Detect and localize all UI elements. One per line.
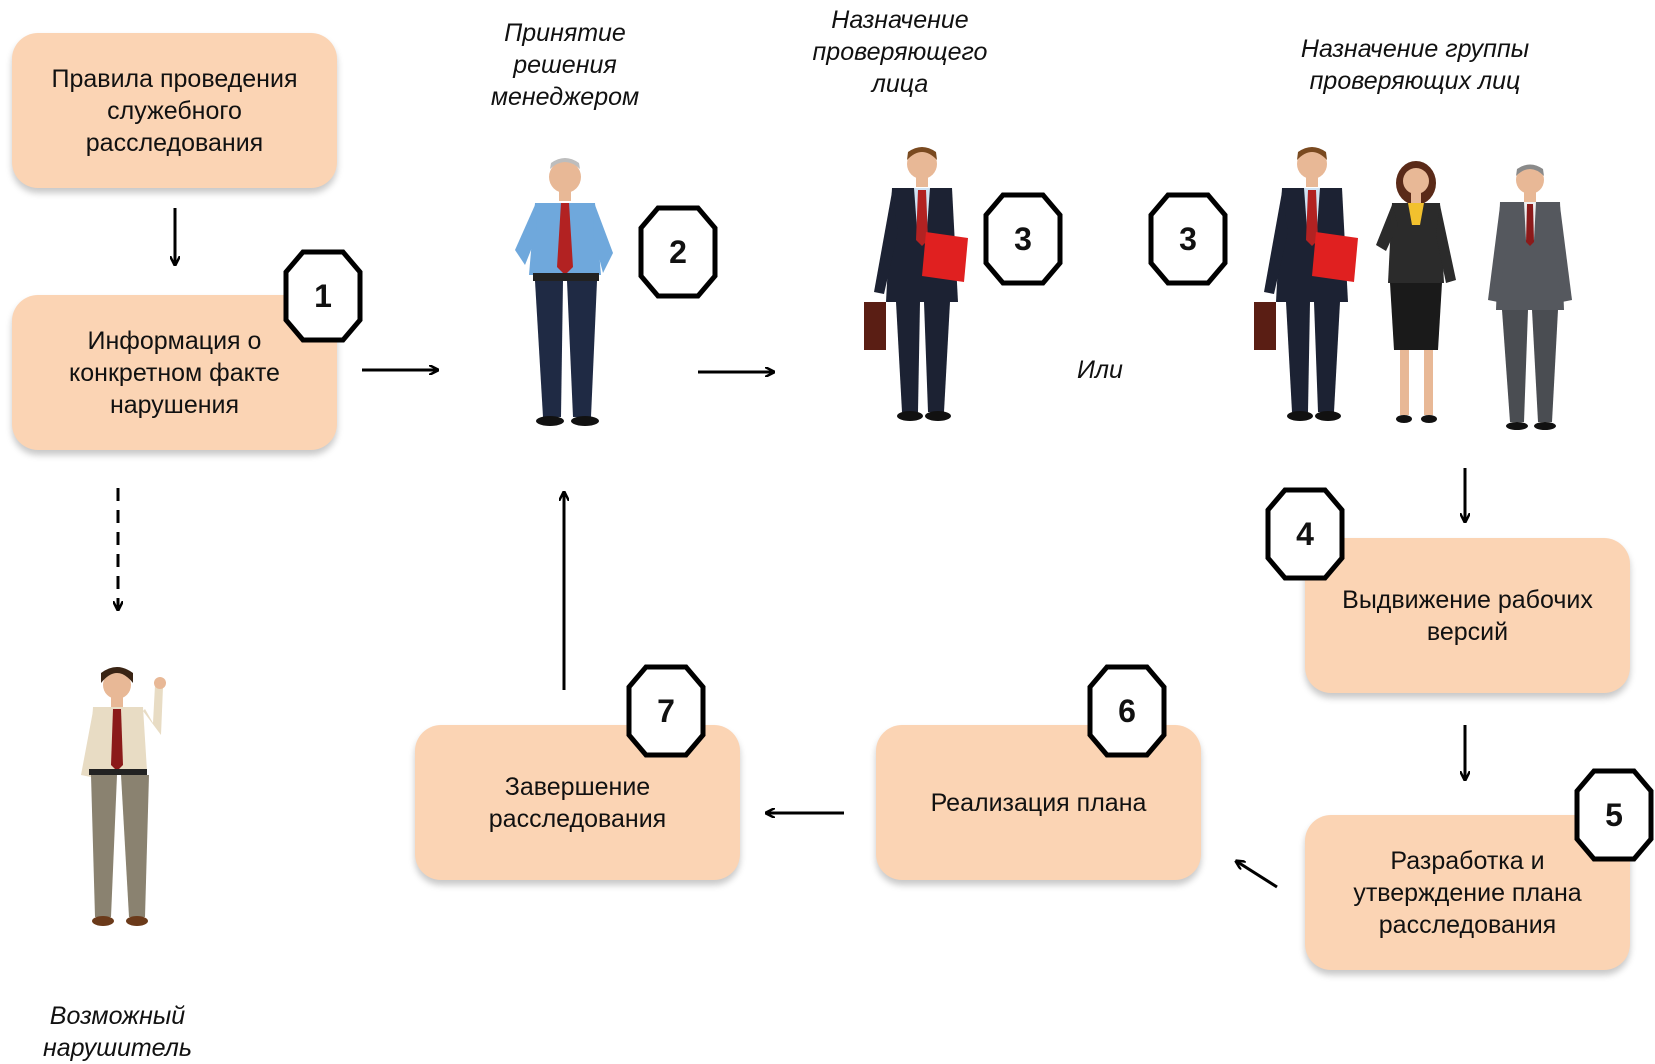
step-badge-6: 6	[1087, 664, 1167, 758]
inspector-caption: Назначение проверяющего лица	[812, 6, 988, 98]
step-number: 2	[669, 233, 687, 270]
manager-caption: Принятие решения менеджером	[490, 19, 640, 111]
step-badge-3a: 3	[983, 192, 1063, 286]
inspector-figure	[864, 147, 968, 421]
step-number: 4	[1296, 515, 1314, 552]
step-badge-4: 4	[1265, 487, 1345, 581]
versions-box: Выдвижение рабочих версий	[1305, 538, 1630, 693]
realization-box-text: Реализация плана	[930, 788, 1147, 817]
rules-box: Правила проведения служебного расследова…	[12, 33, 337, 188]
or-caption: Или	[1077, 356, 1123, 384]
manager-figure	[515, 158, 613, 426]
step-badge-7: 7	[626, 664, 706, 758]
step-badge-3b: 3	[1148, 192, 1228, 286]
step-badge-2: 2	[638, 205, 718, 299]
step-badge-1: 1	[283, 249, 363, 343]
violator-caption: Возможный нарушитель	[42, 1002, 193, 1062]
plan-box-text: Разработка и утверждение плана расследов…	[1353, 846, 1582, 939]
group-inspector-man-figure	[1254, 147, 1358, 421]
step-number: 7	[657, 692, 675, 729]
versions-box-text: Выдвижение рабочих версий	[1342, 585, 1593, 646]
arrow-plan-to-realization	[1236, 861, 1278, 889]
rules-box-text: Правила проведения служебного расследова…	[51, 64, 298, 157]
step-number: 1	[314, 277, 332, 314]
step-number: 5	[1605, 796, 1623, 833]
completion-box-text: Завершение расследования	[488, 772, 667, 833]
violator-figure	[81, 667, 166, 926]
group-caption: Назначение группы проверяющих лиц	[1300, 35, 1530, 95]
info-box: Информация о конкретном факте нарушения	[12, 295, 337, 450]
group-inspector-woman-figure	[1376, 161, 1456, 423]
step-badge-5: 5	[1574, 768, 1654, 862]
group-inspector-older-man-figure	[1488, 164, 1572, 430]
info-box-text: Информация о конкретном факте нарушения	[69, 326, 280, 419]
step-number: 6	[1118, 692, 1136, 729]
step-number: 3	[1179, 220, 1197, 257]
step-number: 3	[1014, 220, 1032, 257]
